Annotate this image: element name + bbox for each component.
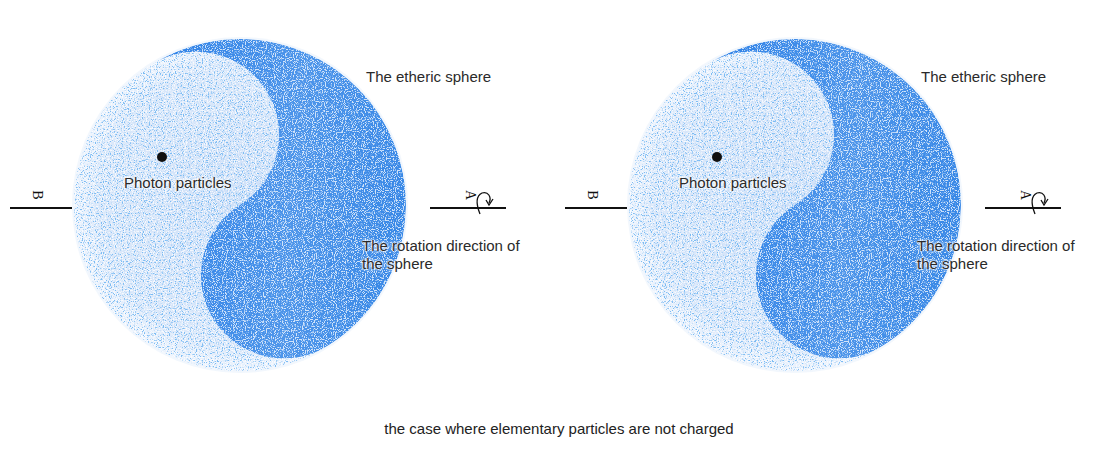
photon-label: Photon particles — [679, 174, 839, 192]
rotation-label: The rotation direction of the sphere — [362, 237, 530, 273]
axis-letter: B — [28, 188, 46, 202]
photon-dot — [157, 152, 167, 162]
rotation-label: The rotation direction of the sphere — [917, 237, 1085, 273]
figure-caption: the case where elementary particles are … — [0, 420, 1118, 437]
axis-line — [10, 207, 72, 209]
sphere-label: The etheric sphere — [921, 68, 1111, 86]
axis-line — [430, 207, 506, 209]
photon-dot — [712, 152, 722, 162]
axis-line — [565, 207, 627, 209]
axis-letter: A — [1016, 188, 1034, 202]
axis-letter: A — [461, 188, 479, 202]
axis-line — [985, 207, 1061, 209]
axis-letter: B — [583, 188, 601, 202]
sphere-label: The etheric sphere — [366, 68, 566, 86]
photon-label: Photon particles — [124, 174, 284, 192]
